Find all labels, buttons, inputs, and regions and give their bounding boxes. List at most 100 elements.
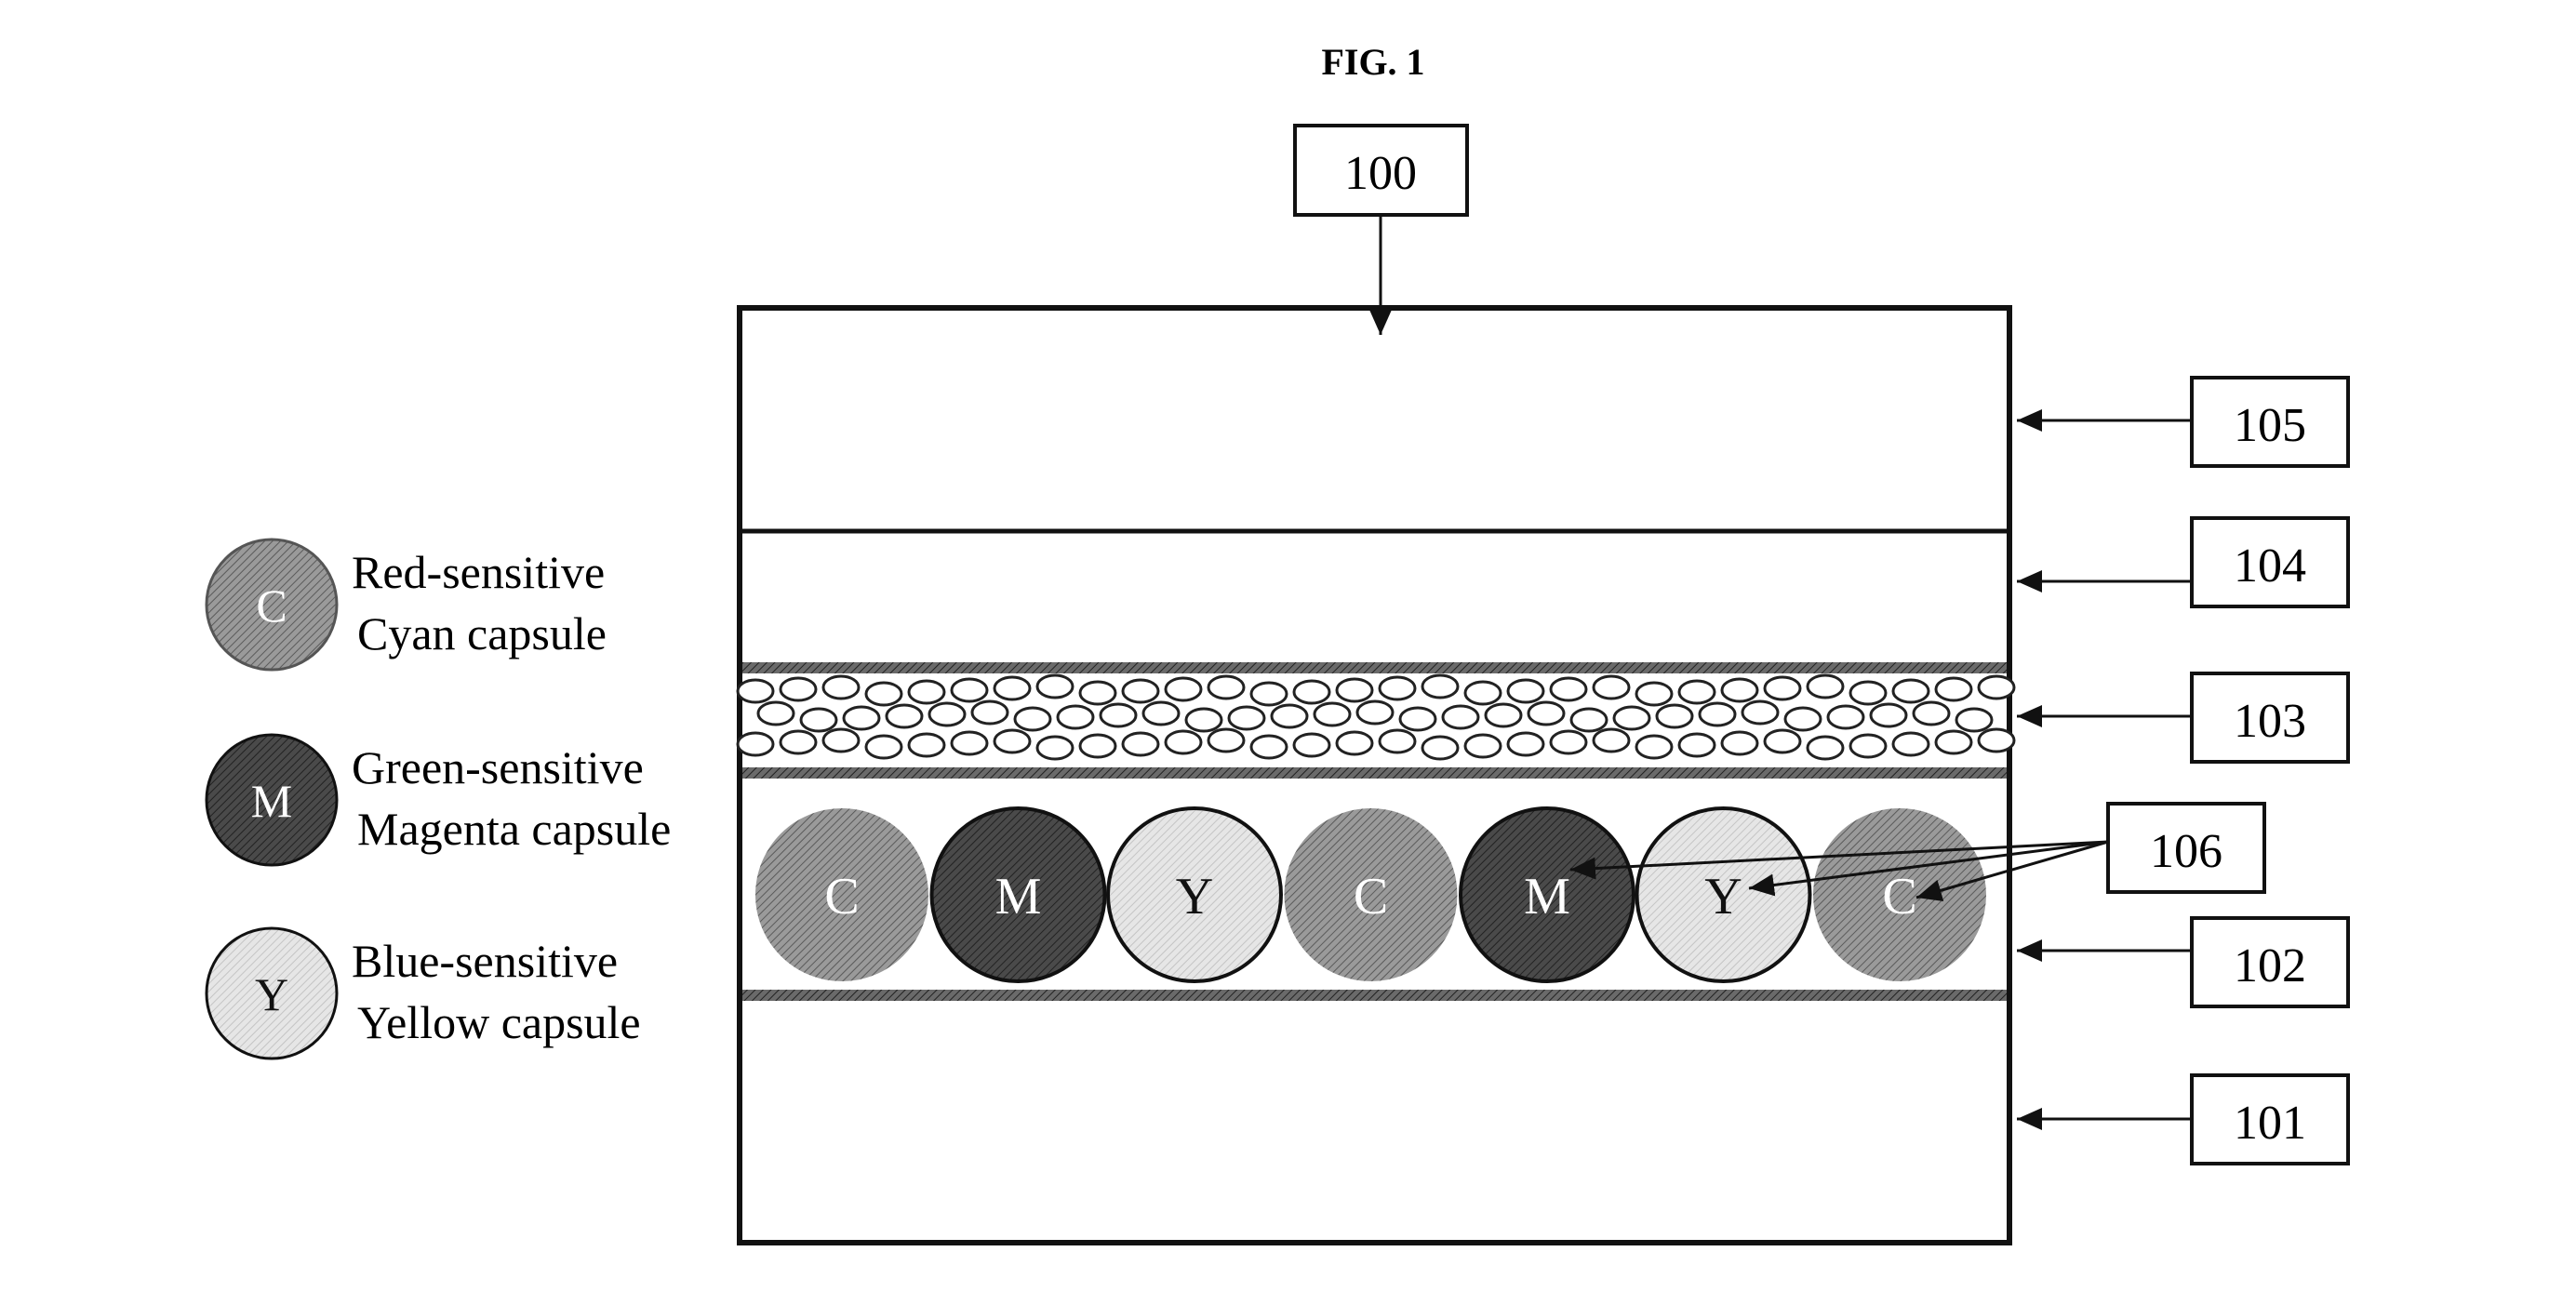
ref-106-box [2106, 802, 2266, 894]
microcapsule [1335, 730, 1374, 756]
microcapsule [1506, 678, 1545, 704]
microcapsule [1121, 678, 1160, 704]
microcapsule [1934, 729, 1973, 755]
band-102-bottom [740, 990, 2009, 1001]
microcapsule [1099, 702, 1138, 728]
band-103-bottom [740, 767, 2009, 779]
band-103-top [740, 662, 2009, 673]
legend-line1: Red-sensitive [352, 546, 605, 598]
capsule-circle [929, 806, 1107, 983]
microcapsule [1612, 705, 1651, 731]
layer-stack [737, 305, 2012, 1245]
ref-104: 104 [2017, 516, 2350, 608]
microcapsule [1977, 674, 2016, 700]
microcapsule [1934, 676, 1973, 702]
microcapsule [1635, 681, 1674, 707]
microcapsule [1677, 679, 1716, 705]
ref-101-label: 101 [2234, 1097, 2306, 1150]
legend-swatch [205, 538, 339, 672]
microcapsule [1720, 677, 1759, 703]
microcapsule [821, 674, 861, 700]
microcapsule [864, 681, 903, 707]
microcapsule [1826, 704, 1865, 730]
capsule-circle [1284, 808, 1458, 981]
microcapsule [1720, 730, 1759, 756]
legend-line2: Magenta capsule [357, 803, 671, 855]
ref-100-box [1293, 124, 1469, 217]
microcapsule [1783, 706, 1822, 732]
capsule-y: Y [1635, 806, 1812, 983]
legend-swatch [205, 926, 339, 1060]
legend-letter: C [256, 579, 287, 632]
microcapsule [1635, 734, 1674, 760]
capsule-circle [1106, 806, 1283, 983]
microcapsule [1378, 728, 1417, 754]
microcapsule [1955, 707, 1994, 733]
microcapsule [779, 729, 818, 755]
microcapsule [1484, 702, 1523, 728]
microcapsule [1592, 727, 1631, 753]
microcapsule [1421, 735, 1460, 761]
microcapsule [950, 730, 989, 756]
capsule-letter: M [1524, 868, 1570, 925]
microcapsule [1763, 728, 1802, 754]
capsule-letter: Y [1704, 868, 1742, 925]
microcapsule [1506, 731, 1545, 757]
microcapsule [1207, 674, 1246, 700]
legend-swatch [205, 733, 339, 867]
legend-line1: Green-sensitive [352, 741, 644, 793]
ref-103: 103 [2017, 672, 2350, 764]
microcapsule [1013, 706, 1052, 732]
legend-line2: Yellow capsule [357, 996, 641, 1048]
microcapsule [907, 679, 946, 705]
ref-100-label: 100 [1344, 147, 1417, 200]
legend-letter: M [251, 775, 292, 827]
microcapsule [1763, 675, 1802, 701]
capsule-c: C [755, 808, 928, 981]
microcapsule [1421, 673, 1460, 699]
legend-letter: Y [255, 968, 288, 1020]
microcapsule [1078, 680, 1117, 706]
microcapsule [1249, 681, 1288, 707]
microcapsule [1056, 704, 1095, 730]
microcapsule [1355, 699, 1395, 726]
capsule-letter: C [824, 868, 859, 925]
capsule-letter: Y [1176, 868, 1213, 925]
microcapsule [1549, 729, 1588, 755]
microcapsule [1207, 727, 1246, 753]
microcapsule [1078, 733, 1117, 759]
capsule-letter: C [1882, 868, 1916, 925]
ref-104-box [2190, 516, 2350, 608]
microcapsule [928, 701, 967, 727]
ref-106-arrow-1 [1569, 840, 2109, 880]
microcapsule [756, 700, 795, 726]
ref-106-arrow-2 [1748, 840, 2109, 897]
ref-100: 100 [1293, 124, 1469, 335]
microcapsule [885, 703, 924, 729]
capsule-c: C [1284, 808, 1458, 981]
microcapsule [1249, 734, 1288, 760]
legend-line1: Blue-sensitive [352, 935, 618, 987]
microcapsule [993, 675, 1032, 701]
ref-105: 105 [2017, 376, 2350, 468]
microcapsule [1121, 731, 1160, 757]
microcapsule [1912, 700, 1951, 726]
microcapsule [1270, 703, 1309, 729]
ref-102: 102 [2017, 916, 2350, 1008]
microcapsule [1463, 733, 1502, 759]
figure-title: FIG. 1 [1321, 41, 1424, 83]
ref-102-box [2190, 916, 2350, 1008]
ref-106-label: 106 [2150, 825, 2222, 878]
ref-101-box [2190, 1073, 2350, 1165]
microcapsule [1378, 675, 1417, 701]
microcapsule [1313, 701, 1352, 727]
microcapsule [1569, 707, 1608, 733]
microcapsule [1463, 680, 1502, 706]
microcapsule [1164, 729, 1203, 755]
microcapsule [736, 731, 775, 757]
microcapsule [1527, 700, 1566, 726]
